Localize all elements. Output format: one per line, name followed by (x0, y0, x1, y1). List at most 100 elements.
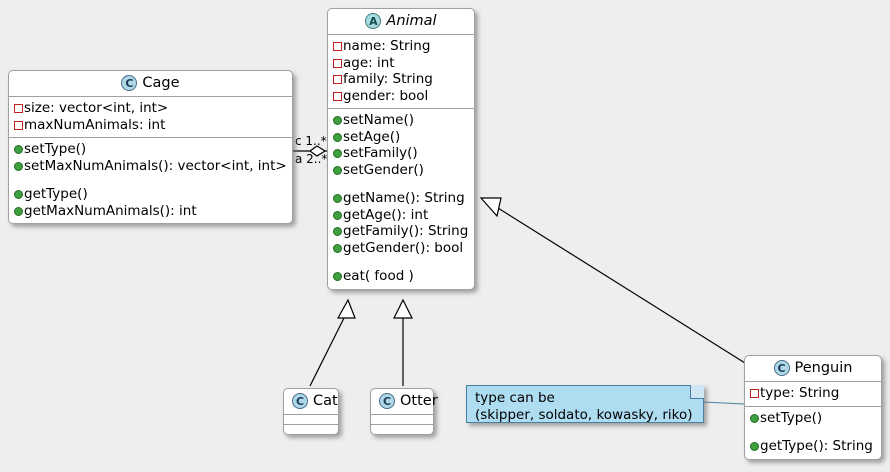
method-label: getFamily(): String (343, 223, 469, 239)
method-group-spacer (750, 426, 876, 438)
method-row: getType() (14, 186, 287, 203)
note-line-1: type can be (475, 390, 555, 406)
attributes-compartment-animal: name: String age: int family: String gen… (328, 34, 474, 108)
method-label: getName(): String (343, 190, 465, 206)
field-row: gender: bool (333, 88, 469, 105)
field-label: age: int (343, 54, 395, 71)
method-label: getType() (24, 186, 88, 202)
public-method-icon (750, 442, 759, 451)
public-method-icon (333, 132, 342, 142)
public-method-icon (333, 243, 342, 253)
private-field-icon (14, 104, 23, 113)
class-name-penguin: Penguin (794, 360, 853, 376)
note-box-penguin-type[interactable]: type can be (skipper, soldato, kowasky, … (466, 385, 704, 423)
public-method-icon (333, 165, 342, 175)
class-name-cat: Cat (313, 393, 338, 409)
method-row: getType(): String (750, 438, 876, 455)
field-label: name: String (343, 38, 431, 54)
class-name-cage: Cage (142, 75, 180, 91)
private-field-icon (14, 120, 23, 130)
edge-cat-animal (309, 298, 356, 387)
attributes-compartment-cat (284, 414, 338, 424)
class-box-cat[interactable]: C Cat (283, 388, 339, 435)
method-group-spacer (333, 178, 469, 190)
private-field-icon (333, 75, 342, 84)
method-label: getGender(): bool (343, 239, 464, 256)
public-method-icon (333, 227, 342, 236)
public-method-icon (14, 145, 23, 154)
private-field-icon (750, 389, 759, 398)
class-marker-icon: C (121, 75, 138, 91)
method-row: getName(): String (333, 190, 469, 207)
public-method-icon (333, 272, 342, 281)
method-label: setType() (24, 141, 87, 157)
method-row: setMaxNumAnimals(): vector<int, int> (14, 158, 287, 175)
public-method-icon (333, 149, 342, 158)
method-label: getAge(): int (343, 206, 429, 223)
private-field-icon (333, 58, 342, 68)
method-label: eat( food ) (343, 268, 414, 284)
method-row: setType() (14, 141, 287, 158)
public-method-icon (14, 161, 23, 171)
attributes-compartment-penguin: type: String (745, 381, 881, 406)
method-row: setType() (750, 410, 876, 427)
method-group-spacer (14, 174, 287, 186)
public-method-icon (333, 116, 342, 125)
method-row: setFamily() (333, 145, 469, 162)
field-row: name: String (333, 38, 469, 55)
method-row: getFamily(): String (333, 223, 469, 240)
private-field-icon (333, 91, 342, 101)
private-field-icon (333, 42, 342, 51)
class-marker-icon: C (379, 393, 395, 409)
field-row: type: String (750, 385, 876, 402)
method-label: getMaxNumAnimals(): int (24, 202, 197, 219)
field-row: maxNumAnimals: int (14, 117, 287, 134)
public-method-icon (14, 190, 23, 199)
class-name-animal: Animal (386, 13, 437, 29)
class-marker-icon: C (773, 360, 790, 376)
edge-note-penguin (702, 401, 745, 405)
method-row: getMaxNumAnimals(): int (14, 203, 287, 220)
public-method-icon (14, 206, 23, 216)
method-group-spacer (333, 256, 469, 268)
method-label: setFamily() (343, 145, 418, 161)
method-label: getType(): String (760, 438, 873, 454)
operations-compartment-animal: setName() setAge() setFamily() setGender… (328, 108, 474, 289)
class-header-otter: C Otter (371, 389, 438, 414)
class-box-otter[interactable]: C Otter (370, 388, 438, 435)
field-label: maxNumAnimals: int (24, 116, 166, 133)
method-label: setName() (343, 112, 414, 128)
attributes-compartment-otter (371, 414, 433, 424)
method-label: setMaxNumAnimals(): vector<int, int> (24, 157, 287, 174)
operations-compartment-cat (284, 424, 338, 434)
association-label-target: a 2..* (295, 152, 328, 166)
method-row: eat( food ) (333, 268, 469, 285)
method-row: setName() (333, 112, 469, 129)
edge-penguin-animal (479, 197, 746, 364)
association-label-source: c 1..* (295, 134, 327, 148)
method-label: setType() (760, 409, 823, 426)
public-method-icon (750, 413, 759, 423)
class-header-cat: C Cat (284, 389, 338, 414)
field-label: gender: bool (343, 87, 429, 104)
field-row: size: vector<int, int> (14, 100, 287, 117)
public-method-icon (333, 210, 342, 220)
class-marker-icon: C (292, 393, 308, 409)
attributes-compartment-cage: size: vector<int, int> maxNumAnimals: in… (9, 96, 292, 137)
method-row: getAge(): int (333, 207, 469, 224)
note-fold-corner-icon (690, 385, 704, 399)
class-name-otter: Otter (400, 393, 438, 409)
operations-compartment-penguin: setType() getType(): String (745, 405, 881, 459)
method-label: setGender() (343, 161, 424, 178)
field-label: type: String (760, 385, 840, 401)
note-line-2: (skipper, soldato, kowasky, riko) (475, 407, 693, 423)
method-row: getGender(): bool (333, 240, 469, 257)
operations-compartment-otter (371, 424, 433, 434)
